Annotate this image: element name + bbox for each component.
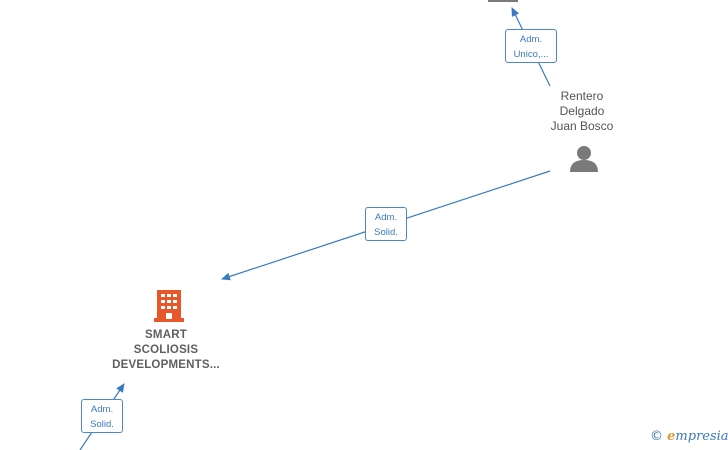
company-name-line1: SMART: [145, 329, 187, 341]
edge-label-bottom[interactable]: Adm. Solid.: [81, 399, 123, 433]
copyright-symbol: ©: [650, 429, 663, 444]
edge-label-middle-line1: Adm.: [374, 212, 398, 223]
company-name[interactable]: SMART SCOLIOSIS DEVELOPMENTS...: [96, 328, 236, 373]
person-name-line1: Rentero: [560, 89, 604, 103]
edge-label-bottom-line1: Adm.: [90, 404, 114, 415]
company-name-line3: DEVELOPMENTS...: [112, 359, 220, 371]
edge-label-middle-line2: Solid.: [374, 227, 398, 238]
offscreen-node-icon[interactable]: [488, 0, 518, 2]
edge-label-top[interactable]: Adm. Unico,...: [505, 29, 557, 63]
company-name-line2: SCOLIOSIS: [133, 344, 199, 356]
building-icon[interactable]: [154, 290, 184, 322]
edge-label-top-line1: Adm.: [519, 34, 543, 45]
edge-label-bottom-line2: Solid.: [90, 419, 114, 430]
person-name[interactable]: Rentero Delgado Juan Bosco: [532, 89, 632, 134]
brand-rest: mpresia: [675, 429, 728, 444]
person-name-line2: Delgado: [559, 104, 605, 118]
person-icon[interactable]: [570, 146, 598, 172]
edge-label-top-line2: Unico,...: [513, 49, 549, 60]
brand-initial: e: [667, 429, 676, 444]
person-name-line3: Juan Bosco: [550, 119, 614, 133]
edge-label-middle[interactable]: Adm. Solid.: [365, 207, 407, 241]
empresia-watermark: © empresia: [650, 429, 728, 444]
